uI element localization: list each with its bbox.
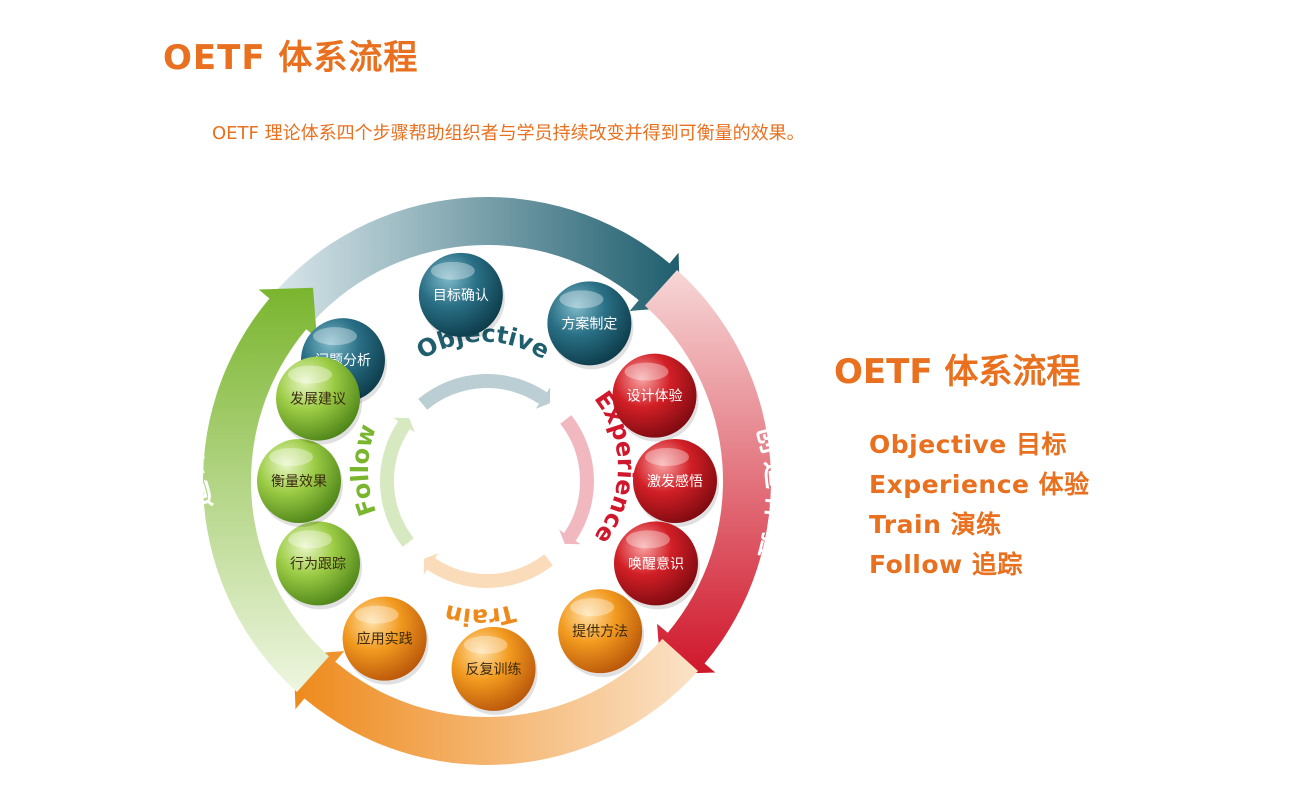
node-label-train-2: 反复训练 (466, 661, 522, 678)
inner-ring-segment-train (427, 554, 553, 588)
ring-segment-train (293, 638, 699, 765)
node-objective-3: 方案制定 (547, 281, 634, 370)
node-label-follow-2: 衡量效果 (271, 474, 327, 490)
node-experience-2: 激发感悟 (633, 439, 719, 527)
side-item-follow: Follow 追踪 (869, 550, 1023, 579)
node-label-experience-2: 激发感悟 (647, 473, 703, 490)
page-title: OETF 体系流程 (163, 38, 419, 78)
node-label-experience-1: 设计体验 (627, 389, 683, 405)
ring-segment-objective (269, 197, 681, 330)
node-experience-3: 唤醒意识 (613, 521, 700, 610)
inner-label-follow: Follow (346, 421, 382, 520)
side-panel-list: Objective 目标 Experience 体验 Train 演练 Foll… (869, 425, 1090, 585)
node-label-objective-2: 目标确认 (433, 288, 489, 304)
inner-arrow-train (423, 553, 439, 575)
node-train-3: 应用实践 (342, 596, 429, 685)
node-objective-2: 目标确认 (418, 252, 505, 341)
node-label-train-1: 提供方法 (572, 624, 628, 640)
node-label-experience-3: 唤醒意识 (628, 555, 684, 572)
node-follow-2: 衡量效果 (257, 439, 343, 527)
side-item-train: Train 演练 (869, 510, 1002, 539)
side-panel-title: OETF 体系流程 (834, 352, 1081, 392)
inner-ring-segment-experience (560, 415, 594, 541)
side-item-objective: Objective 目标 (869, 430, 1067, 459)
ring-segment-experience (644, 269, 772, 675)
node-label-objective-3: 方案制定 (561, 315, 617, 332)
node-train-1: 提供方法 (558, 589, 645, 678)
inner-ring-segment-objective (418, 374, 547, 410)
node-label-train-3: 应用实践 (357, 631, 413, 648)
inner-label-train: Train (442, 599, 519, 632)
node-experience-1: 设计体验 (612, 353, 699, 442)
inner-arrow-follow (393, 417, 415, 433)
inner-arrow-experience (559, 529, 581, 545)
side-item-experience: Experience 体验 (869, 470, 1090, 499)
ring-segment-follow (203, 287, 330, 693)
node-follow-1: 行为跟踪 (276, 521, 363, 610)
inner-arrow-objective (535, 387, 551, 409)
page-subtitle: OETF 理论体系四个步骤帮助组织者与学员持续改变并得到可衡量的效果。 (212, 123, 805, 144)
node-label-follow-3: 发展建议 (290, 392, 346, 408)
node-train-2: 反复训练 (451, 626, 538, 715)
inner-ring-segment-follow (380, 421, 414, 547)
ring-label-train: 演练方法 (412, 771, 559, 792)
node-follow-3: 发展建议 (276, 356, 363, 445)
node-label-follow-1: 行为跟踪 (290, 556, 346, 572)
